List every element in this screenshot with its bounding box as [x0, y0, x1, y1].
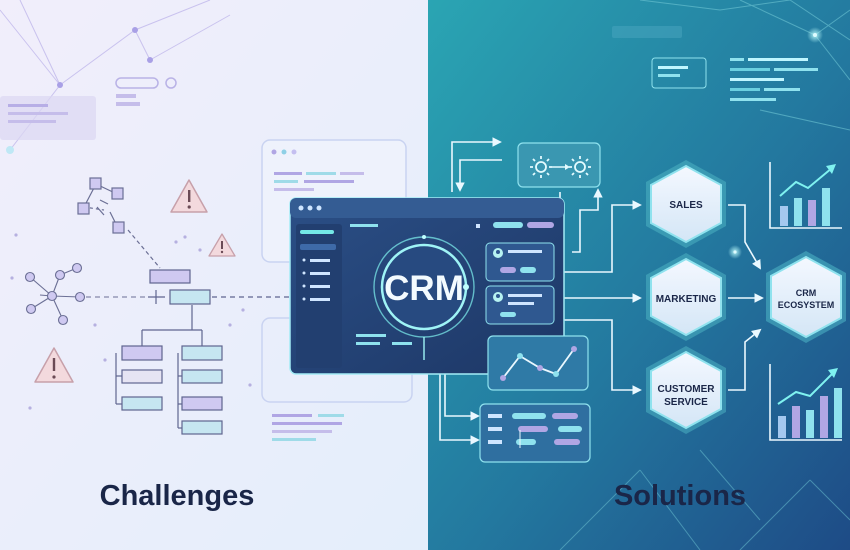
- warning-icon: [34, 347, 74, 383]
- text-lines-lower-left: [272, 414, 344, 441]
- hexagon-label: ECOSYSTEM: [778, 300, 835, 310]
- hexagon-label: MARKETING: [656, 294, 717, 305]
- broken-process-diagram: [77, 177, 161, 269]
- solutions-title: Solutions: [614, 480, 746, 512]
- hexagon-crm-ecosystem: CRM ECOSYSTEM: [766, 251, 846, 343]
- hexagon-label: SALES: [669, 200, 703, 211]
- user-card: [485, 242, 555, 282]
- crm-dashboard-window: CRM: [289, 197, 565, 375]
- hexagon-label: SERVICE: [664, 397, 708, 408]
- network-lines-bottom-right: [559, 449, 850, 550]
- warning-icon: [208, 233, 236, 257]
- crm-center-label: CRM: [384, 269, 464, 308]
- bar-chart-icon: [769, 162, 842, 229]
- user-icon: [493, 292, 503, 302]
- line-chart-icon: [500, 346, 577, 381]
- scattered-dots: [10, 233, 252, 410]
- gear-icon: [530, 156, 552, 178]
- hexagon-customer-service: CUSTOMER SERVICE: [646, 346, 726, 434]
- hexagon-label: CRM: [796, 288, 817, 298]
- faint-panel-top-left: [0, 96, 96, 140]
- disconnected-network: [24, 262, 150, 326]
- hexagon-label: CUSTOMER: [657, 384, 715, 395]
- user-card: [485, 285, 555, 325]
- network-nodes-top-left: [6, 27, 153, 154]
- hexagon-sales: SALES: [646, 160, 726, 248]
- code-panel-top-right: [612, 26, 818, 101]
- pipeline-card: [479, 403, 591, 463]
- arrow-right-icon: [552, 164, 570, 170]
- challenges-title: Challenges: [100, 480, 255, 512]
- user-icon: [493, 248, 503, 258]
- bar-chart-icon: [769, 364, 842, 441]
- flow-arrows: [424, 137, 764, 445]
- hexagon-marketing: MARKETING: [646, 253, 726, 341]
- line-chart-card: [487, 335, 589, 391]
- hierarchy-tree: [115, 290, 292, 429]
- toggle-control-decoration: [115, 77, 177, 106]
- warning-icon: [170, 179, 208, 213]
- hierarchy-boxes: [121, 269, 223, 435]
- gear-icon: [569, 156, 591, 178]
- automation-card: [517, 142, 601, 188]
